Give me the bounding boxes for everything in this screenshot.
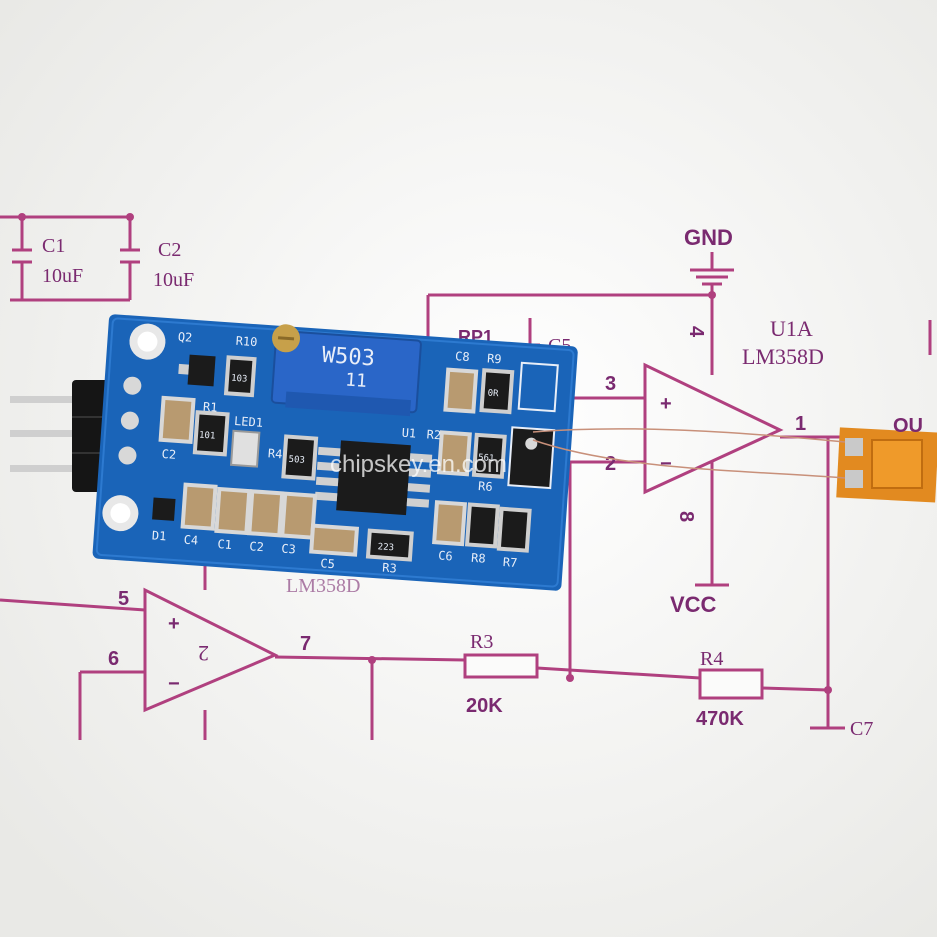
silk-c8: C8 <box>455 349 470 364</box>
label-r3: R3 <box>470 631 493 653</box>
gauge-wires <box>532 428 846 479</box>
strain-gauge <box>836 427 937 503</box>
label-gnd: GND <box>684 225 733 250</box>
label-lm358d-2: LM358D <box>286 575 360 597</box>
label-r4-val: 470K <box>696 708 744 730</box>
silk-res-561: 561 <box>478 453 495 464</box>
pcb-silkscreen: Q2 R10 R1 LED1 C2 R4 U1 R2 R9 C8 R6 D1 C… <box>151 330 517 576</box>
label-out: OU <box>893 415 923 437</box>
label-plus-u1a: + <box>660 393 672 415</box>
label-pin5: 5 <box>118 588 129 610</box>
label-u1a: U1A <box>770 316 813 341</box>
silk-res-101: 101 <box>199 430 216 441</box>
watermark: chipskey.en.com <box>330 451 507 478</box>
silk-c6: C6 <box>438 548 453 563</box>
label-minus-u1a: − <box>660 453 672 475</box>
silk-r1: R1 <box>203 400 218 415</box>
label-r4: R4 <box>700 648 723 670</box>
silk-r10: R10 <box>235 334 258 349</box>
silk-c5: C5 <box>320 556 335 571</box>
silk-q2: Q2 <box>177 330 192 345</box>
schematic-nodes <box>18 213 832 694</box>
silk-res-0r: 0R <box>487 389 499 400</box>
silk-c2: C2 <box>161 447 176 462</box>
silk-c3: C3 <box>281 542 296 557</box>
silk-r3: R3 <box>382 561 397 576</box>
silk-res-223: 223 <box>377 542 394 553</box>
schematic-labels: C1 10uF C2 10uF GND U1A LM358D RP1 C5 3 … <box>42 225 923 740</box>
silk-r7: R7 <box>502 555 517 570</box>
silk-u1: U1 <box>401 426 416 441</box>
silk-res-503: 503 <box>288 455 305 466</box>
silk-led1: LED1 <box>234 414 264 430</box>
label-pin8: 8 <box>675 511 697 522</box>
pot-label: W503 <box>321 343 376 372</box>
silk-r2: R2 <box>426 427 441 442</box>
label-pin7: 7 <box>300 633 311 655</box>
label-c7: C7 <box>850 718 873 740</box>
label-pin4: 4 <box>685 326 707 338</box>
label-pin6: 6 <box>108 648 119 670</box>
label-plus: + <box>168 613 180 635</box>
silk-c1: C1 <box>217 537 232 552</box>
silk-c2b: C2 <box>249 539 264 554</box>
silk-r4: R4 <box>267 446 282 461</box>
label-pin2: 2 <box>605 453 616 475</box>
label-vcc: VCC <box>670 592 717 617</box>
label-pin1: 1 <box>795 413 806 435</box>
silk-r6: R6 <box>478 479 493 494</box>
silk-d1: D1 <box>151 528 166 543</box>
label-r3-val: 20K <box>466 695 503 717</box>
label-c1: C1 <box>42 235 65 257</box>
silk-r8: R8 <box>471 551 486 566</box>
label-pin3: 3 <box>605 373 616 395</box>
silk-r9: R9 <box>487 351 502 366</box>
label-minus: − <box>168 673 180 695</box>
pcb-board: W503 11 <box>92 314 578 591</box>
label-opamp2: 2 <box>198 641 209 666</box>
label-c1-val: 10uF <box>42 265 83 287</box>
smd-resistors <box>192 355 532 562</box>
label-c2: C2 <box>158 239 181 261</box>
silk-res-103: 103 <box>231 374 248 385</box>
label-lm358d: LM358D <box>742 344 824 369</box>
label-c2-val: 10uF <box>153 269 194 291</box>
silk-c4: C4 <box>183 533 198 548</box>
pot-sub-label: 11 <box>345 370 368 392</box>
smd-capacitors <box>158 367 479 557</box>
